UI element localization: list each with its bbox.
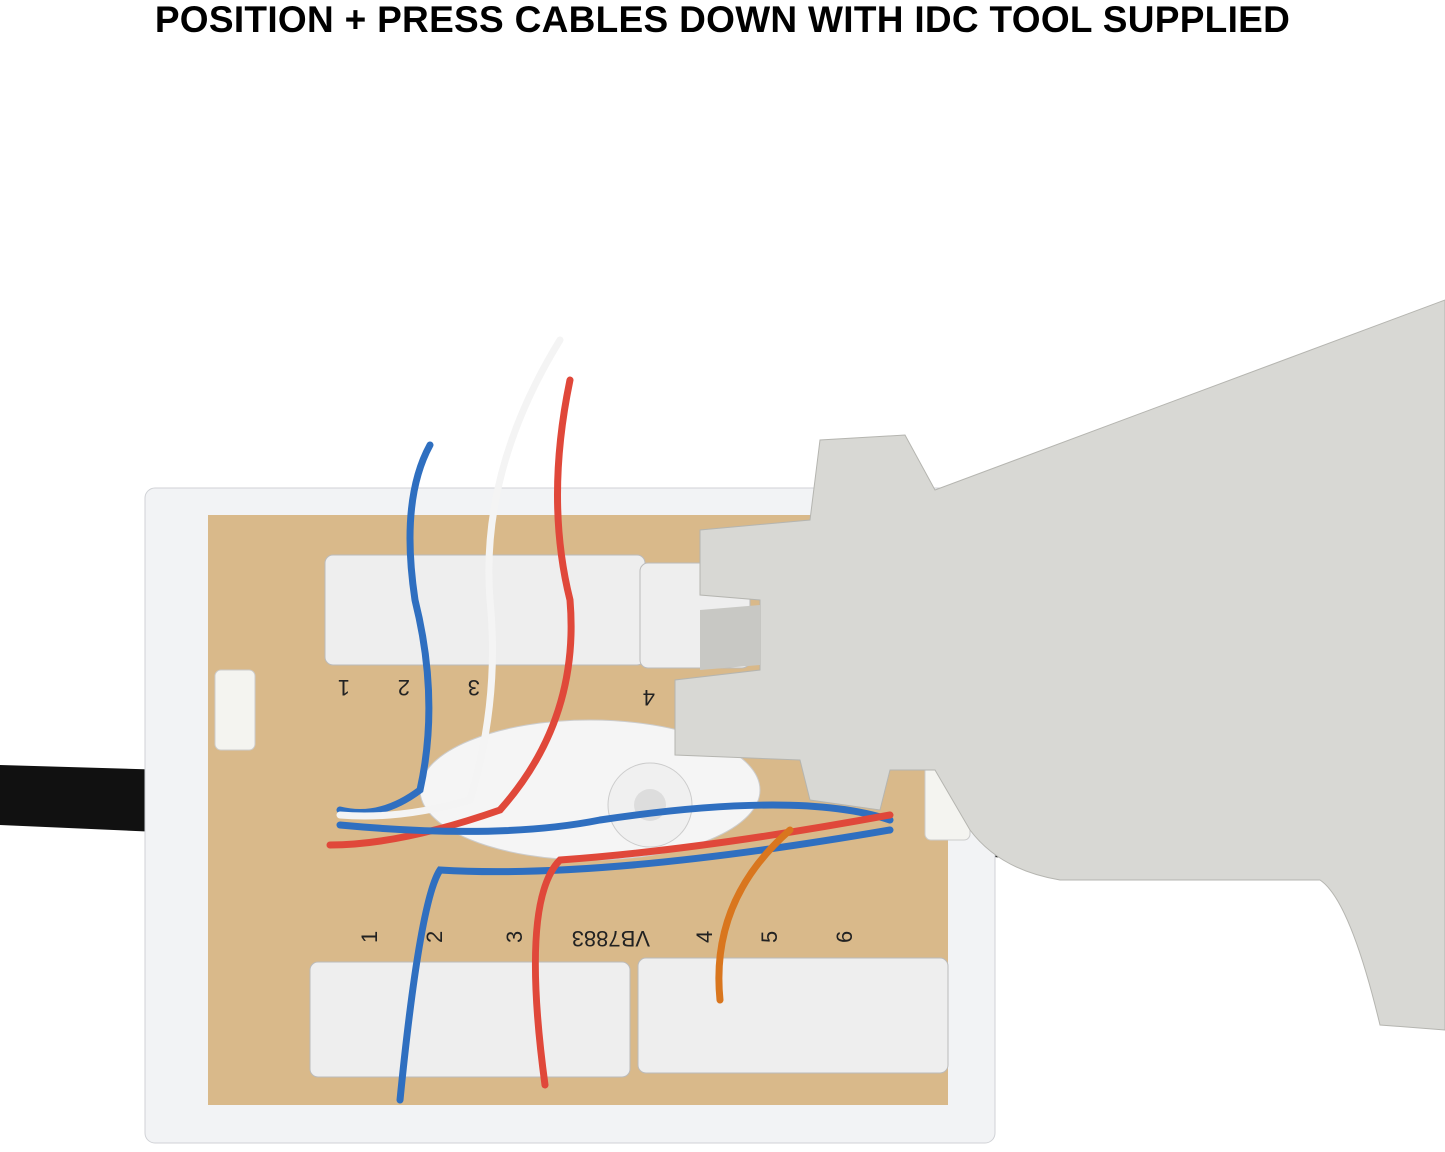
top-idc-terminal-block bbox=[324, 554, 646, 666]
pcb-label-bottom-4: 4 bbox=[692, 931, 717, 943]
pcb-label-top-4: 4 bbox=[643, 685, 655, 710]
pcb-label-bottom-2: 2 bbox=[422, 931, 447, 943]
bottom-idc-terminal-block-right bbox=[637, 957, 949, 1074]
pcb-label-bottom-3: 3 bbox=[502, 931, 527, 943]
tool-tip-slot bbox=[700, 605, 760, 670]
pcb-label-top-2: 2 bbox=[398, 675, 410, 700]
wires bbox=[326, 336, 894, 1104]
pcb-label-bottom-1: 1 bbox=[357, 931, 382, 943]
caption-heading: POSITION + PRESS CABLES DOWN WITH IDC TO… bbox=[154, 0, 1291, 40]
pcb-label-bottom-6: 6 bbox=[832, 931, 857, 943]
pcb-label-bottom-5: 5 bbox=[757, 931, 782, 943]
pcb-label-top-1: 1 bbox=[338, 675, 350, 700]
pcb-label-top-3: 3 bbox=[468, 675, 480, 700]
bottom-idc-terminal-block-left bbox=[309, 961, 631, 1078]
cable-tie-left bbox=[214, 669, 256, 751]
pcb-board-marking: VB7883 bbox=[572, 926, 650, 951]
